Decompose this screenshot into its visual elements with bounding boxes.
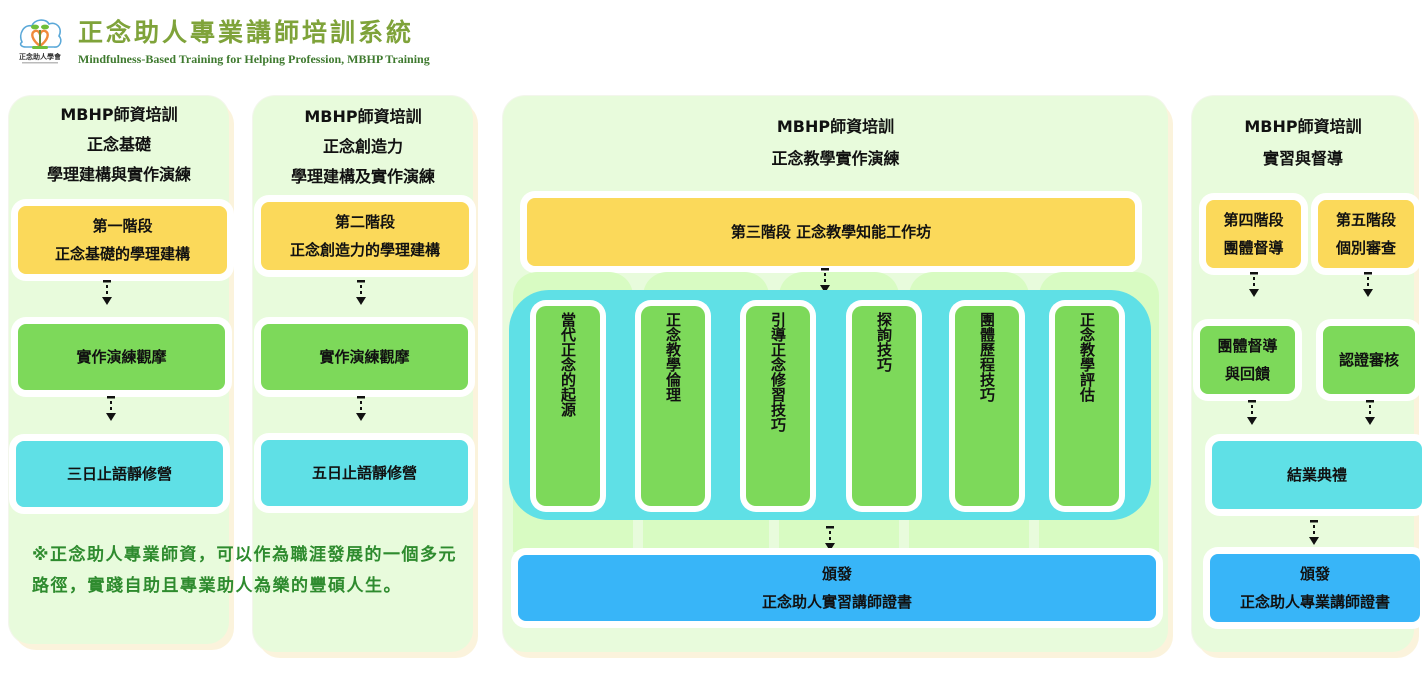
stage-3-box[interactable]: 第三階段 正念教學知能工作坊 [527, 198, 1135, 266]
panel-stage-4-5: MBHP師資培訓 實習與督導 第四階段 團體督導 第五階段 個別審查 團體督導 … [1192, 96, 1422, 652]
module-assessment[interactable]: 正念教學評估 [1055, 306, 1119, 506]
module-group-process[interactable]: 團體歷程技巧 [955, 306, 1019, 506]
arrow-down-icon [1248, 272, 1260, 298]
panel-1-title-line-1: MBHP師資培訓 [60, 105, 178, 124]
stage-2-box[interactable]: 第二階段 正念創造力的學理建構 [261, 202, 469, 270]
professional-certificate-label: 正念助人專業講師證書 [1239, 593, 1390, 611]
stage-4-box[interactable]: 第四階段 團體督導 [1206, 200, 1301, 268]
panel-4-title-line-2: 實習與督導 [1262, 149, 1343, 168]
panel-2-title-line-3: 學理建構及實作演練 [290, 167, 435, 186]
retreat-3-day-label: 三日止語靜修營 [66, 465, 172, 483]
stage-2-desc: 正念創造力的學理建構 [289, 241, 440, 259]
module-label: 正念教學評估 [1078, 312, 1096, 402]
stage-1-desc: 正念基礎的學理建構 [54, 245, 190, 263]
stage-1-label: 第一階段 [92, 217, 153, 235]
stage-4-desc: 團體督導 [1223, 239, 1284, 257]
arrow-down-icon [355, 396, 367, 422]
header: 正念助人學會 正念助人專業講師培訓系統 Mindfulness-Based Tr… [16, 14, 430, 70]
stage-3-label: 第三階段 正念教學知能工作坊 [730, 223, 932, 241]
module-label: 正念教學倫理 [664, 312, 682, 402]
group-supervision-feedback-box[interactable]: 團體督導 與回饋 [1200, 326, 1295, 394]
panel-4-title-line-1: MBHP師資培訓 [1244, 117, 1362, 136]
arrow-down-icon [1246, 400, 1258, 426]
arrow-down-icon [355, 280, 367, 306]
panel-1-title-line-3: 學理建構與實作演練 [46, 165, 191, 184]
arrow-down-icon [1364, 400, 1376, 426]
arrow-down-icon [1362, 272, 1374, 298]
retreat-3-day-box[interactable]: 三日止語靜修營 [16, 441, 223, 507]
page-subtitle: Mindfulness-Based Training for Helping P… [78, 52, 430, 66]
practice-observation-label: 實作演練觀摩 [76, 348, 167, 366]
arrow-down-icon [1308, 520, 1320, 546]
panel-2-title-line-1: MBHP師資培訓 [304, 107, 422, 126]
arrow-down-icon [824, 526, 836, 552]
page-title: 正念助人專業講師培訓系統 [78, 18, 415, 47]
certification-review-box[interactable]: 認證審核 [1323, 326, 1415, 394]
stage-5-label: 第五階段 [1335, 211, 1396, 229]
panel-stage-1: MBHP師資培訓 正念基礎 學理建構與實作演練 第一階段 正念基礎的學理建構 實… [9, 96, 229, 644]
stage-1-box[interactable]: 第一階段 正念基礎的學理建構 [18, 206, 227, 274]
practice-observation-box[interactable]: 實作演練觀摩 [18, 324, 225, 390]
tree-heart-logo-icon: 正念助人學會 [16, 16, 64, 68]
retreat-5-day-box[interactable]: 五日止語靜修營 [261, 440, 468, 506]
stage-2-label: 第二階段 [334, 213, 395, 231]
module-inquiry[interactable]: 探詢技巧 [852, 306, 916, 506]
panel-stage-2: MBHP師資培訓 正念創造力 學理建構及實作演練 第二階段 正念創造力的學理建構… [253, 96, 473, 652]
certificate-award-label: 頒發 [1299, 565, 1330, 583]
arrow-down-icon [819, 268, 831, 294]
module-label: 當代正念的起源 [559, 312, 577, 417]
module-label: 團體歷程技巧 [978, 312, 996, 402]
graduation-ceremony-label: 結業典禮 [1286, 466, 1347, 484]
panel-1-title-line-2: 正念基礎 [86, 135, 151, 154]
certification-review-label: 認證審核 [1338, 351, 1399, 369]
module-label: 引導正念修習技巧 [769, 312, 787, 432]
arrow-down-icon [101, 280, 113, 306]
practice-observation-box[interactable]: 實作演練觀摩 [261, 324, 468, 390]
certificate-award-label: 頒發 [821, 565, 852, 583]
practice-observation-label: 實作演練觀摩 [319, 348, 410, 366]
module-ethics[interactable]: 正念教學倫理 [641, 306, 705, 506]
panel-stage-3: MBHP師資培訓 正念教學實作演練 第三階段 正念教學知能工作坊 當代正念的起源… [503, 96, 1168, 652]
professional-certificate-box[interactable]: 頒發 正念助人專業講師證書 [1210, 554, 1420, 622]
arrow-down-icon [105, 396, 117, 422]
logo-caption: 正念助人學會 [19, 52, 62, 61]
intern-certificate-box[interactable]: 頒發 正念助人實習講師證書 [518, 555, 1156, 621]
group-supervision-label: 團體督導 [1217, 337, 1278, 355]
feedback-label: 與回饋 [1224, 365, 1270, 383]
panel-3-title-line-1: MBHP師資培訓 [776, 117, 895, 136]
module-guided-practice[interactable]: 引導正念修習技巧 [746, 306, 810, 506]
module-origins[interactable]: 當代正念的起源 [536, 306, 600, 506]
panel-2-title-line-2: 正念創造力 [322, 137, 403, 156]
module-label: 探詢技巧 [875, 312, 893, 372]
intern-certificate-label: 正念助人實習講師證書 [761, 593, 912, 611]
career-note: ※正念助人專業師資，可以作為職涯發展的一個多元路徑，實踐自助且專業助人為樂的豐碩… [32, 545, 458, 596]
graduation-ceremony-box[interactable]: 結業典禮 [1212, 441, 1422, 509]
panel-3-title-line-2: 正念教學實作演練 [771, 149, 900, 168]
modules-band [509, 290, 1151, 520]
stage-4-label: 第四階段 [1223, 211, 1284, 229]
retreat-5-day-label: 五日止語靜修營 [311, 464, 417, 482]
stage-5-box[interactable]: 第五階段 個別審查 [1318, 200, 1414, 268]
stage-5-desc: 個別審查 [1335, 239, 1396, 257]
